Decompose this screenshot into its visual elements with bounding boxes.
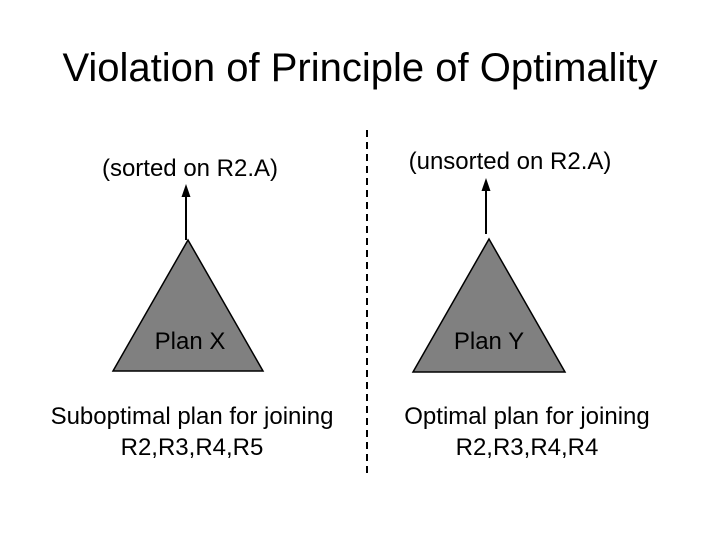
right-caption-line1: Optimal plan for joining	[404, 403, 650, 430]
plan-x-triangle-shape	[111, 238, 265, 372]
left-caption-line2: R2,R3,R4,R5	[120, 434, 264, 461]
left-caption: Suboptimal plan for joining R2,R3,R4,R5	[27, 401, 357, 463]
plan-y-triangle-shape	[411, 237, 567, 373]
left-sort-annotation: (sorted on R2.A)	[101, 155, 279, 182]
up-arrow-head	[181, 184, 191, 197]
vertical-dashed-divider	[366, 130, 368, 473]
left-caption-line1: Suboptimal plan for joining	[50, 403, 334, 430]
right-sort-annotation: (unsorted on R2.A)	[408, 148, 612, 175]
plan-y-label: Plan Y	[453, 328, 525, 355]
up-arrow-head	[481, 178, 491, 191]
up-arrow-icon	[181, 184, 191, 240]
right-caption-line2: R2,R3,R4,R4	[455, 434, 599, 461]
slide-title: Violation of Principle of Optimality	[62, 46, 658, 90]
plan-y-triangle	[411, 237, 567, 373]
plan-x-triangle	[111, 238, 265, 372]
right-caption: Optimal plan for joining R2,R3,R4,R4	[377, 401, 677, 463]
plan-x-label: Plan X	[154, 328, 226, 355]
up-arrow-icon	[481, 178, 491, 234]
